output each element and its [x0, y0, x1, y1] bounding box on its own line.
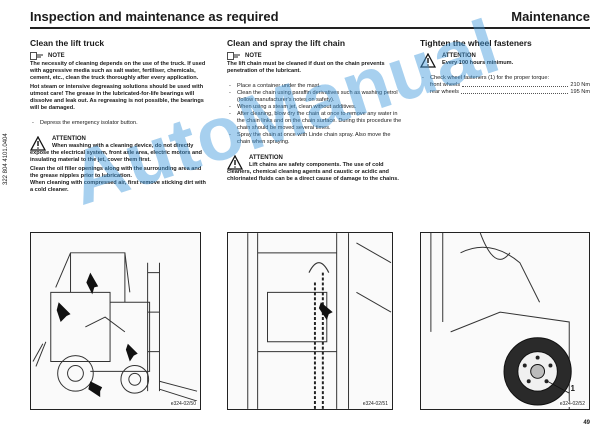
header-rule [30, 27, 590, 29]
step-item: When using a steam jet, clean without ad… [227, 104, 404, 111]
page-title: Inspection and maintenance as required [30, 9, 279, 24]
torque-label: front wheels [430, 82, 461, 88]
forklift-illustration [32, 252, 198, 402]
torque-value: 210 Nm [570, 82, 590, 88]
warning-triangle-icon [420, 53, 436, 68]
page-number: 49 [583, 420, 590, 426]
figure-forklift: e324-02/50 [30, 232, 201, 410]
attention-block: ATTENTION Lift chains are safety compone… [227, 154, 404, 183]
note-hand-icon [30, 52, 43, 60]
figure-code: e324-02/52 [558, 401, 586, 407]
figure-lift-chain: e324-02/51 [227, 232, 393, 410]
note-hand-icon [227, 52, 240, 60]
torque-label: rear wheels [430, 89, 459, 95]
warning-triangle-icon [30, 136, 46, 151]
attention-block: ATTENTION Every 100 hours minimum. [420, 52, 590, 68]
column-clean-truck: Clean the lift truck NOTE The necessity … [30, 38, 207, 194]
document-code: 322 804 4101.0404 [3, 133, 9, 185]
attention-label: ATTENTION [249, 155, 283, 161]
attention-text: Every 100 hours minimum. [442, 60, 514, 66]
figure-wheel: 1 e324-02/52 [420, 232, 590, 410]
section-title: Maintenance [511, 9, 590, 24]
step-item: After cleaning, blow dry the chain at on… [227, 111, 404, 132]
note-text: The necessity of cleaning depends on the… [30, 61, 206, 81]
torque-row-front: front wheels 210 Nm [420, 82, 590, 89]
note-text: The lift chain must be cleaned if dust o… [227, 61, 385, 74]
column-title: Tighten the wheel fasteners [420, 38, 532, 48]
figure-code: e324-02/50 [169, 401, 197, 407]
attention-text: Lift chains are safety components. The u… [227, 162, 399, 182]
attention-block: ATTENTION When washing with a cleaning d… [30, 135, 207, 164]
step-item: Spray the chain at once with Linde chain… [227, 132, 404, 146]
cleaning-text-2: When cleaning with compressed air, first… [30, 180, 206, 193]
warning-triangle-icon [227, 155, 243, 170]
note-label: NOTE [245, 52, 262, 59]
note-text-2: Hot steam or intensive degreasing soluti… [30, 84, 204, 111]
note-heading: NOTE [30, 52, 207, 60]
torque-row-rear: rear wheels 195 Nm [420, 89, 590, 96]
step-item: Check wheel fasteners (1) for the proper… [420, 75, 590, 82]
wheel-illustration [430, 233, 572, 409]
step-item: Depress the emergency isolator button. [30, 120, 207, 127]
lift-chain-illustration [247, 233, 392, 409]
attention-label: ATTENTION [52, 136, 86, 142]
page-header: Inspection and maintenance as required M… [30, 9, 590, 29]
torque-value: 195 Nm [570, 89, 590, 95]
column-wheel-fasteners: Tighten the wheel fasteners ATTENTION Ev… [420, 38, 590, 96]
figure-code: e324-02/51 [361, 401, 389, 407]
note-heading: NOTE [227, 52, 404, 60]
callout-number: 1 [570, 384, 575, 393]
note-label: NOTE [48, 52, 65, 59]
column-title: Clean the lift truck [30, 38, 105, 48]
attention-label: ATTENTION [442, 53, 476, 59]
step-item: Clean the chain using paraffin derivativ… [227, 90, 404, 104]
column-lift-chain: Clean and spray the lift chain NOTE The … [227, 38, 404, 185]
attention-text: When washing with a cleaning device, do … [30, 143, 202, 163]
column-title: Clean and spray the lift chain [227, 38, 346, 48]
cleaning-text-1: Clean the oil filler openings along with… [30, 166, 202, 179]
step-item: Place a container under the mast. [227, 83, 404, 90]
